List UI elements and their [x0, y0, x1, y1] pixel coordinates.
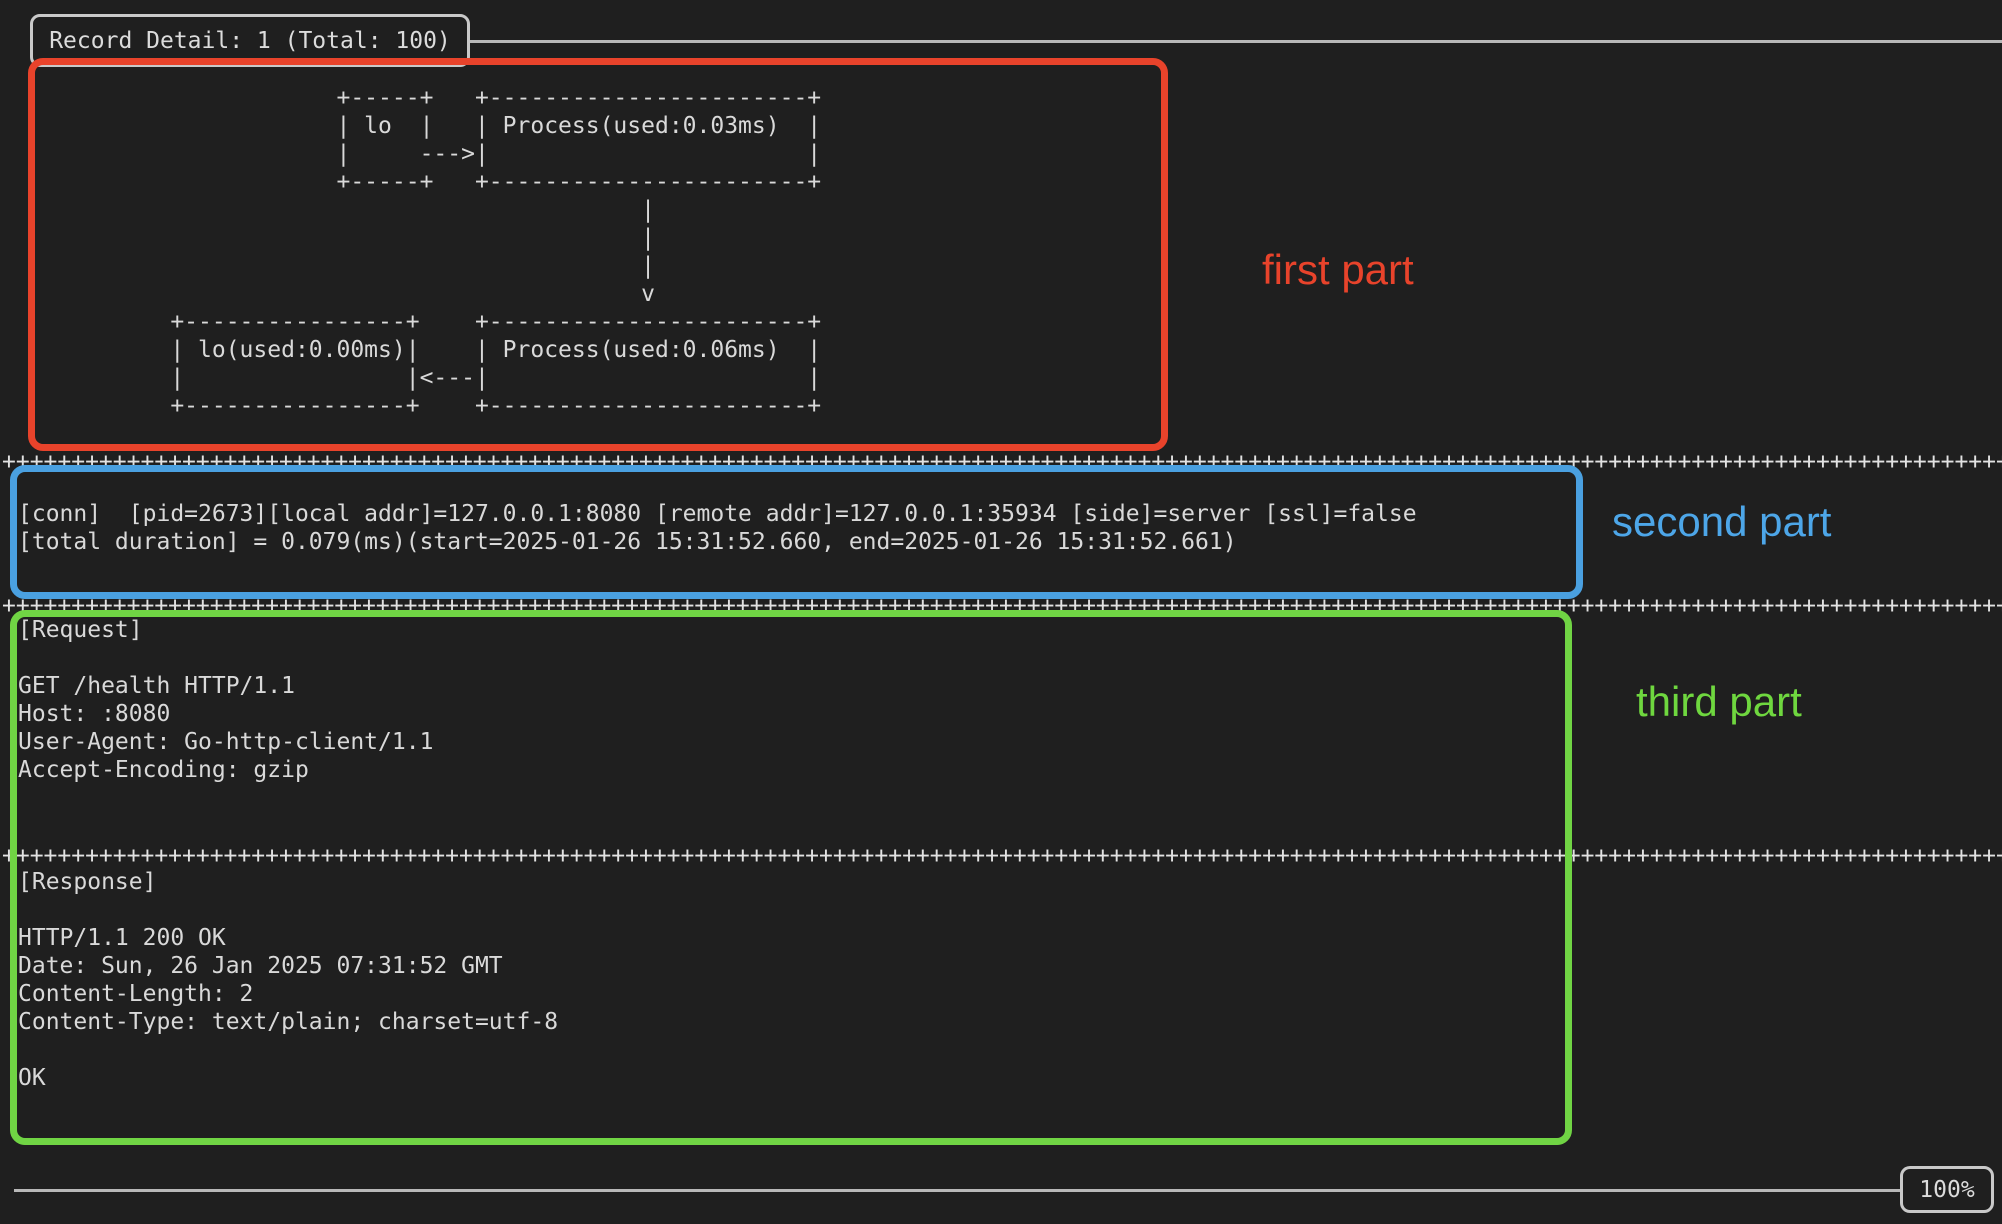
zoom-indicator: 100%	[1919, 1176, 1975, 1203]
terminal-line	[18, 896, 558, 924]
diagram-line: | --->| |	[18, 141, 822, 167]
request-line: User-Agent: Go-http-client/1.1	[18, 729, 434, 755]
diagram-line: +-----+ +-----------------------+	[18, 169, 822, 195]
diagram-line: |	[18, 225, 655, 251]
response-line: Date: Sun, 26 Jan 2025 07:31:52 GMT	[18, 953, 503, 979]
request-line: Accept-Encoding: gzip	[18, 757, 309, 783]
response-header: [Response]	[18, 869, 157, 895]
response-line: HTTP/1.1 200 OK	[18, 925, 226, 951]
window-top-border	[450, 40, 2002, 43]
conn-line: [conn] [pid=2673][local addr]=127.0.0.1:…	[18, 501, 1417, 527]
request-line: Host: :8080	[18, 701, 171, 727]
section-separator-3: ++++++++++++++++++++++++++++++++++++++++…	[2, 842, 2002, 870]
diagram-line: +----------------+ +--------------------…	[18, 393, 822, 419]
request-header: [Request]	[18, 617, 143, 643]
request-section: [Request] GET /health HTTP/1.1 Host: :80…	[18, 616, 433, 784]
request-line: GET /health HTTP/1.1	[18, 673, 295, 699]
zoom-indicator-box: 100%	[1900, 1166, 1994, 1213]
separator-row: ++++++++++++++++++++++++++++++++++++++++…	[2, 449, 2002, 475]
record-detail-title-box: Record Detail: 1 (Total: 100)	[30, 14, 470, 67]
terminal-line	[18, 1036, 558, 1064]
diagram-line: | |<---| |	[18, 365, 822, 391]
terminal-line	[18, 644, 433, 672]
diagram-line: |	[18, 253, 655, 279]
diagram-line: +----------------+ +--------------------…	[18, 309, 822, 335]
diagram-line: |	[18, 197, 655, 223]
section-separator-1: ++++++++++++++++++++++++++++++++++++++++…	[2, 448, 2002, 476]
window-bottom-border	[14, 1189, 1906, 1192]
diagram-line: v	[18, 281, 655, 307]
diagram-line: | lo | | Process(used:0.03ms) |	[18, 113, 822, 139]
response-line: Content-Length: 2	[18, 981, 254, 1007]
diagram-line: +-----+ +-----------------------+	[18, 85, 822, 111]
response-line: Content-Type: text/plain; charset=utf-8	[18, 1009, 559, 1035]
annotation-label-first-part: first part	[1262, 246, 1414, 293]
annotation-label-second-part: second part	[1612, 498, 1832, 545]
separator-row: ++++++++++++++++++++++++++++++++++++++++…	[2, 843, 2002, 869]
annotation-label-third-part: third part	[1636, 678, 1802, 725]
conn-info: [conn] [pid=2673][local addr]=127.0.0.1:…	[18, 500, 1417, 556]
diagram-line: | lo(used:0.00ms)| | Process(used:0.06ms…	[18, 337, 822, 363]
conn-duration-line: [total duration] = 0.079(ms)(start=2025-…	[18, 529, 1237, 555]
flow-diagram: +-----+ +-----------------------+ | lo |…	[18, 84, 821, 420]
response-section: [Response] HTTP/1.1 200 OK Date: Sun, 26…	[18, 868, 558, 1092]
response-body: OK	[18, 1065, 46, 1091]
record-detail-title: Record Detail: 1 (Total: 100)	[49, 27, 451, 54]
